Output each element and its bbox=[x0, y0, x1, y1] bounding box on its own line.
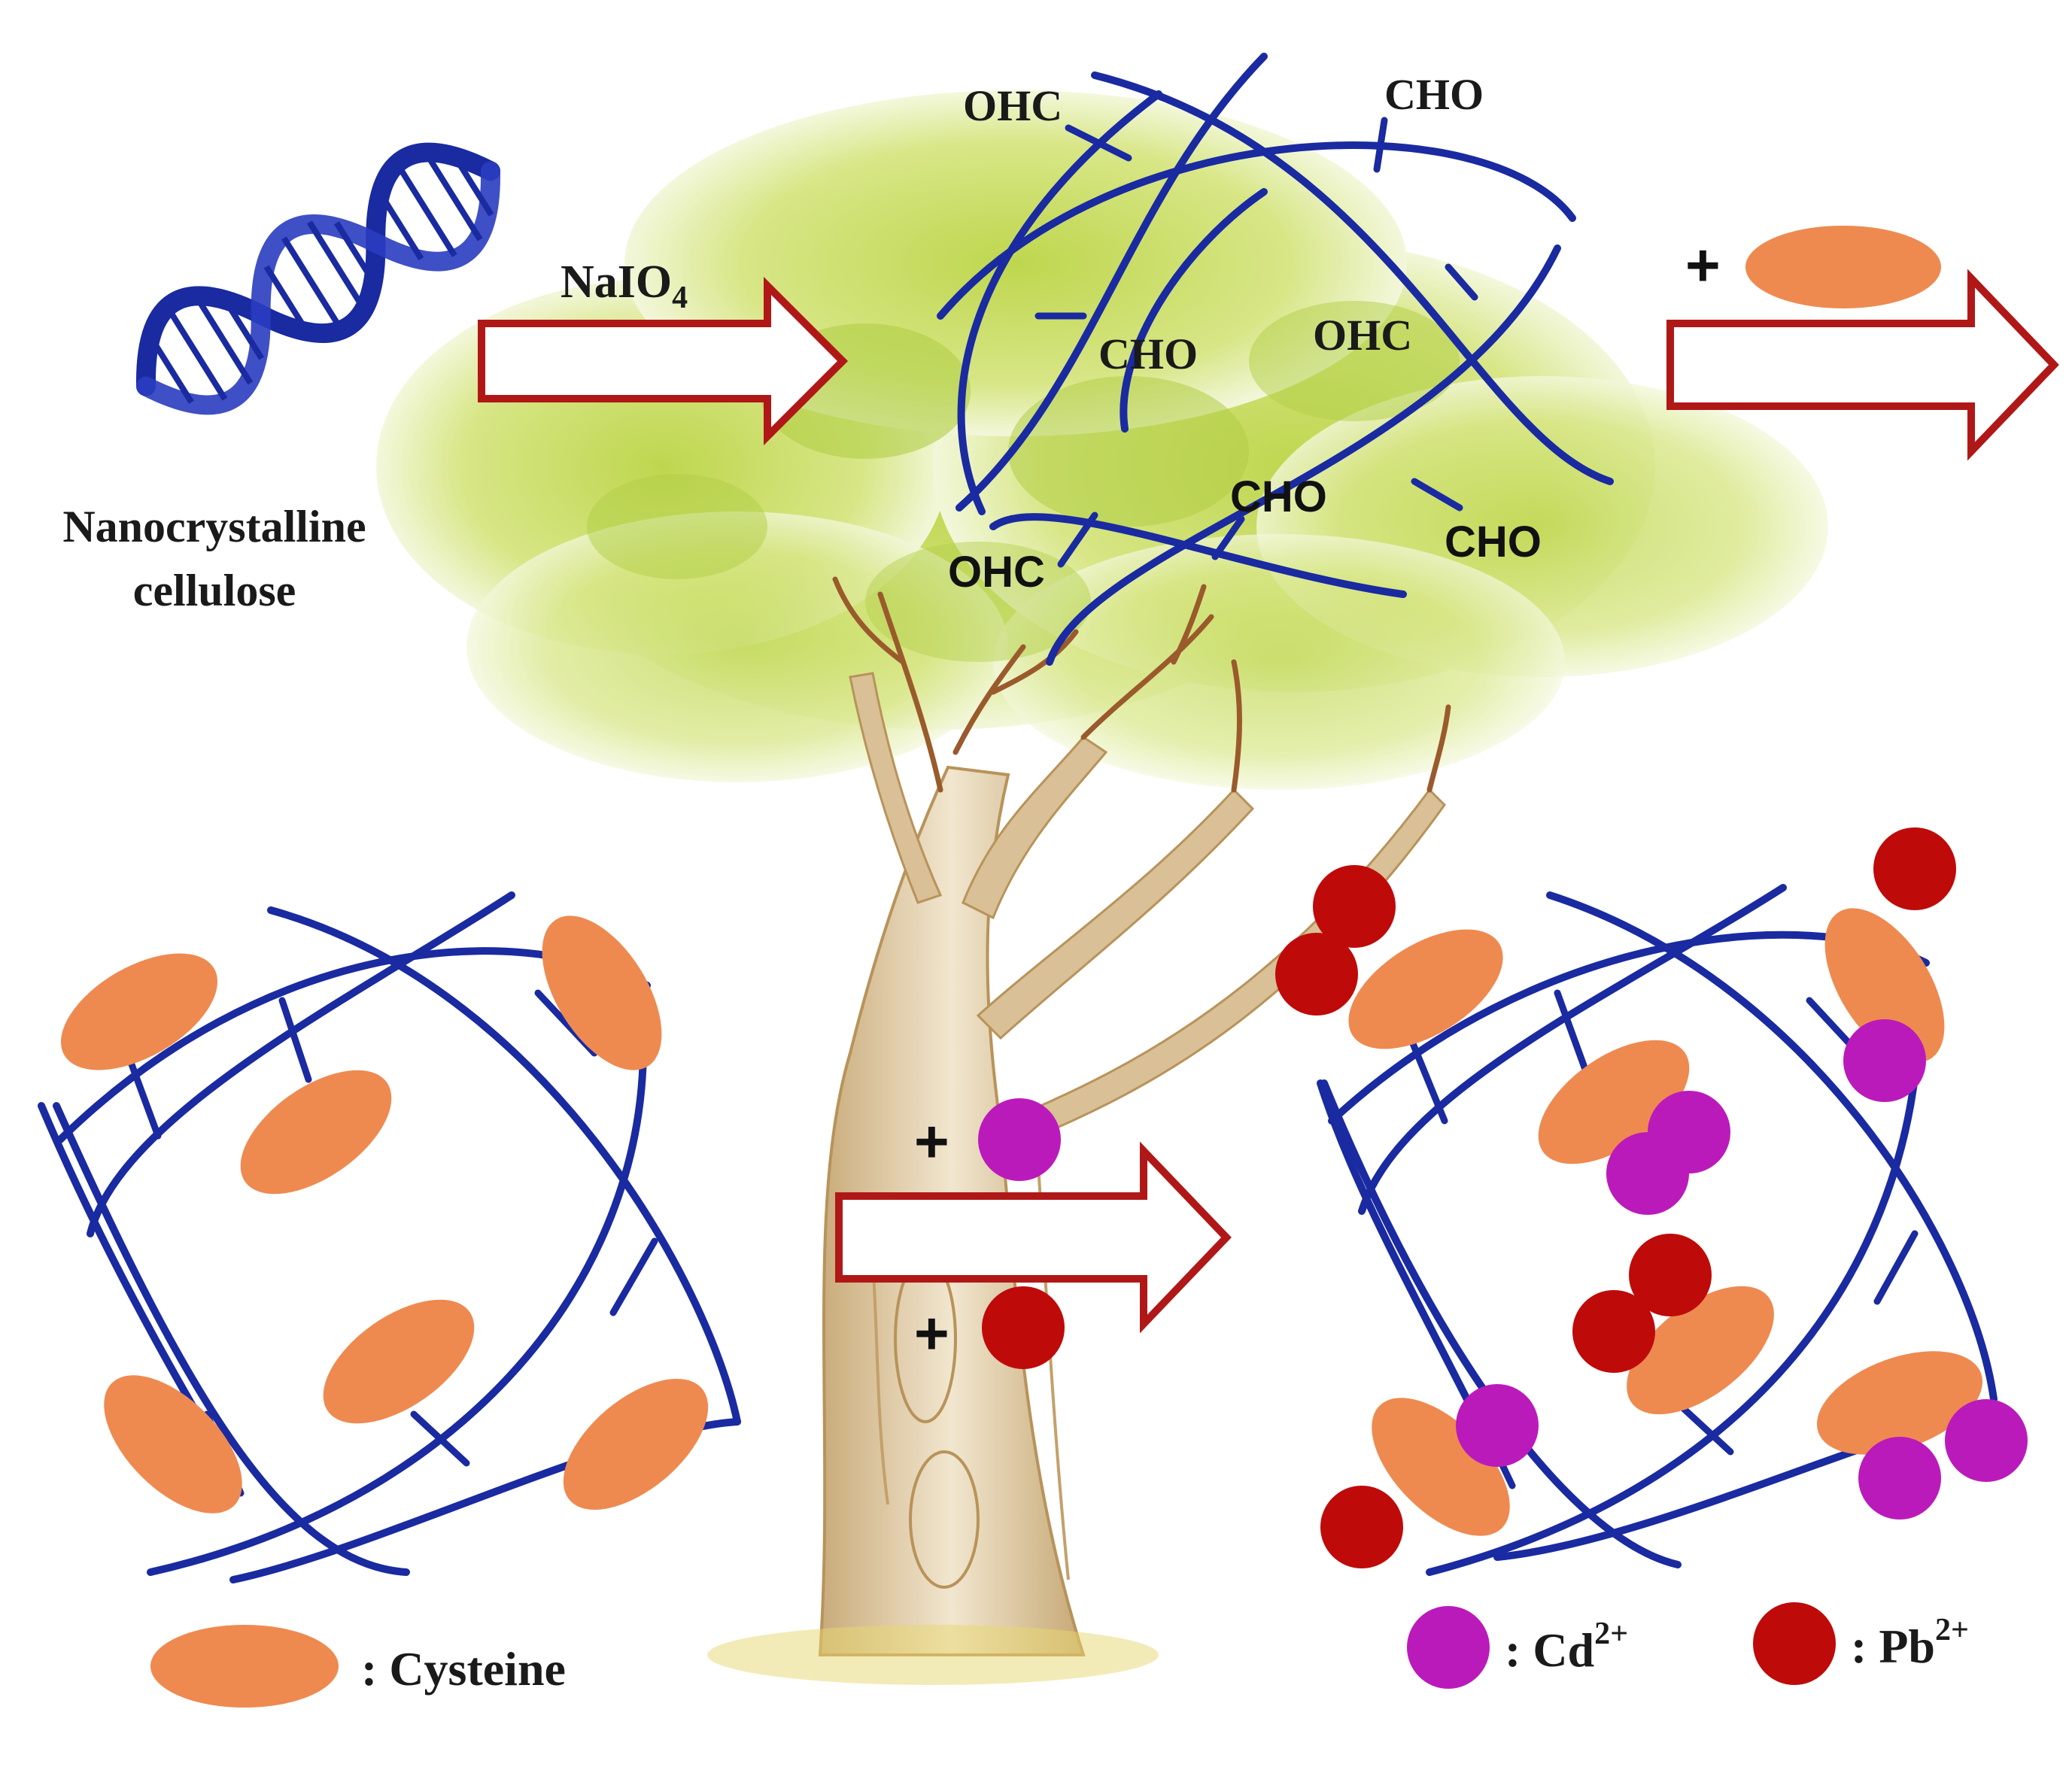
aldehyde-label: CHO bbox=[1445, 518, 1542, 566]
cysteine-molecule bbox=[1824, 908, 1945, 1063]
cd-ion bbox=[1456, 1384, 1539, 1467]
reagent-label: NaIO4 bbox=[561, 257, 688, 315]
legend-cd-swatch bbox=[1407, 1606, 1490, 1689]
cd-ion bbox=[1858, 1437, 1941, 1520]
cd-ion bbox=[1606, 1132, 1689, 1215]
cysteine-molecule bbox=[1627, 1286, 1774, 1415]
cysteine-molecule bbox=[563, 1378, 709, 1510]
legend-pb-swatch bbox=[1753, 1602, 1836, 1685]
pb-ion bbox=[1275, 933, 1358, 1016]
nanocrystalline-label-line2: cellulose bbox=[133, 566, 296, 615]
cd-ion-reagent-icon bbox=[978, 1098, 1061, 1181]
nanocrystalline-label-line1: Nanocrystalline bbox=[62, 502, 366, 551]
dialdehyde-cellulose-network bbox=[937, 53, 1614, 666]
cysteine-molecule bbox=[542, 915, 662, 1070]
plus-sign: + bbox=[914, 1300, 949, 1367]
aldehyde-label: CHO bbox=[1230, 472, 1327, 521]
dna-helix-icon bbox=[136, 142, 500, 415]
pb-ion bbox=[1320, 1486, 1403, 1568]
legend-cysteine-label: : Cysteine bbox=[361, 1642, 566, 1696]
arrow-oxidation bbox=[478, 276, 849, 446]
cysteine-molecule bbox=[60, 953, 218, 1070]
cysteine-molecule bbox=[1372, 1398, 1510, 1536]
arrow-cysteine-addition bbox=[1666, 269, 2059, 461]
cysteine-molecule bbox=[323, 1299, 475, 1424]
cysteine-reagent-icon bbox=[1745, 226, 1941, 308]
cysteine-molecule bbox=[1817, 1351, 1982, 1455]
pb-ion-reagent-icon bbox=[982, 1286, 1065, 1369]
aldehyde-label: CHO bbox=[1098, 329, 1198, 378]
legend-cysteine-swatch bbox=[150, 1625, 339, 1708]
pb-ion bbox=[1873, 827, 1956, 910]
aldehyde-label: OHC bbox=[948, 548, 1045, 597]
cysteine-molecules bbox=[60, 915, 709, 1513]
aldehyde-group-labels: OHC CHO CHO OHC CHO CHO OHC bbox=[948, 70, 1542, 597]
cysteine-molecule bbox=[104, 1375, 242, 1513]
legend: : Cysteine : Cd2+ : Pb2+ bbox=[150, 1602, 1969, 1708]
pb-ions bbox=[1275, 827, 1956, 1568]
cysteine-molecule bbox=[240, 1070, 392, 1195]
pb-ion bbox=[1313, 865, 1396, 948]
legend-cd-label: : Cd2+ bbox=[1505, 1617, 1628, 1677]
plus-sign: + bbox=[1685, 232, 1721, 299]
cd-ion bbox=[1945, 1399, 2028, 1482]
tree-branches bbox=[832, 576, 1451, 793]
aldehyde-label: CHO bbox=[1384, 70, 1484, 119]
cysteine-molecule bbox=[1348, 929, 1503, 1049]
aldehyde-label: OHC bbox=[1313, 311, 1412, 360]
bound-cysteine-molecules bbox=[1348, 908, 1982, 1536]
arrow-metal-adsorption bbox=[835, 1141, 1232, 1334]
metal-loaded-network bbox=[1275, 827, 2028, 1576]
plus-sign: + bbox=[914, 1108, 949, 1175]
pb-ion bbox=[1572, 1290, 1655, 1373]
cysteine-modified-network bbox=[38, 891, 741, 1583]
pb-ion bbox=[1629, 1234, 1712, 1316]
cysteine-molecule bbox=[1538, 1040, 1690, 1164]
cd-ions bbox=[1456, 1019, 2028, 1520]
aldehyde-label: OHC bbox=[963, 81, 1062, 130]
legend-pb-label: : Pb2+ bbox=[1851, 1613, 1969, 1673]
cd-ion bbox=[1843, 1019, 1926, 1102]
